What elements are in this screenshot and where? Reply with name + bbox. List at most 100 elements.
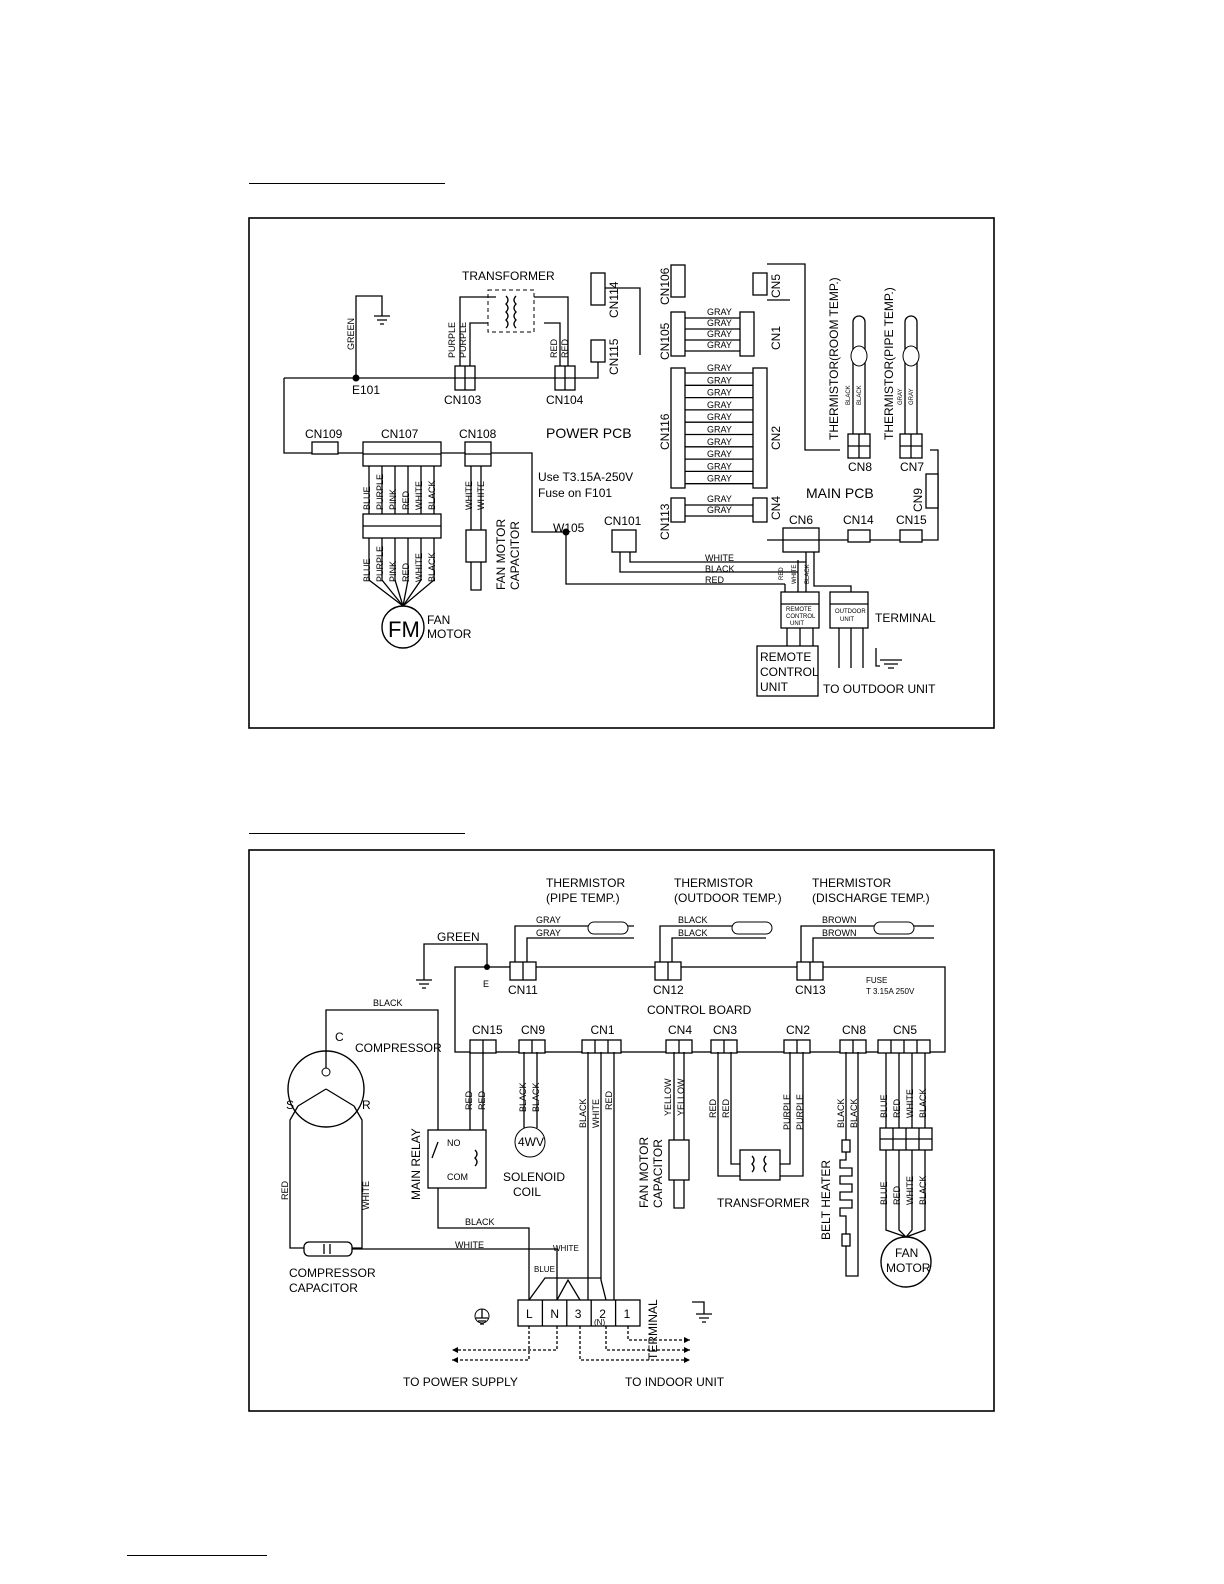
wire-label-red: RED <box>549 338 559 358</box>
thermistor-pipe-element <box>902 345 920 367</box>
label-r: R <box>362 1098 371 1112</box>
svg-text:CN2: CN2 <box>786 1023 810 1037</box>
bus-wires <box>283 346 599 454</box>
connector-cn14: CN14 <box>843 513 874 543</box>
wire-label-green: GREEN <box>437 930 480 944</box>
svg-text:CN113: CN113 <box>658 503 672 540</box>
outdoor-diagram-frame <box>248 849 995 1412</box>
wire-label-gray: GRAY <box>909 388 915 405</box>
cn4-gray-leads <box>685 504 753 517</box>
svg-text:CN7: CN7 <box>900 460 924 474</box>
label-to-indoor-unit: TO INDOOR UNIT <box>625 1375 725 1389</box>
discharge-thermistor-leads <box>800 925 934 962</box>
solenoid-coil <box>514 1126 546 1158</box>
connector-cn116: CN116 <box>658 367 686 489</box>
label-fan-capacitor-1: FAN MOTOR <box>637 1137 651 1208</box>
wire-label-black: BLACK <box>373 998 403 1008</box>
label-capacitor-1: FAN MOTOR <box>494 519 508 590</box>
wire-label-red: RED <box>280 1180 290 1200</box>
wire-label-gray: GRAY <box>707 494 732 504</box>
connector-cn8: CN8 <box>839 1023 867 1054</box>
svg-text:CN6: CN6 <box>789 513 813 527</box>
svg-text:CN105: CN105 <box>658 322 672 360</box>
w105-node <box>562 528 570 536</box>
connector-cn8: CN8 <box>847 433 872 474</box>
svg-text:CN107: CN107 <box>381 427 419 441</box>
belt-heater-element <box>839 1152 853 1234</box>
label-compressor-capacitor-1: COMPRESSOR <box>289 1266 376 1280</box>
connector-cn2: CN2 <box>752 367 783 489</box>
label-terminal: TERMINAL <box>875 611 936 625</box>
wire-label: RED <box>401 562 411 582</box>
transformer-body <box>739 1149 781 1181</box>
connector-cn15: CN15 <box>469 1023 503 1054</box>
wire-label-black: BLACK <box>846 385 852 405</box>
wire-label-gray: GRAY <box>898 388 904 405</box>
svg-text:CONTROL: CONTROL <box>786 614 816 620</box>
wire-label-yellow: YELLOW <box>676 1078 686 1116</box>
wire-label-gray: GRAY <box>707 425 732 435</box>
wire-label-gray: GRAY <box>707 363 732 373</box>
wire-label-purple: PURPLE <box>795 1094 805 1130</box>
label-main-relay: MAIN RELAY <box>409 1128 423 1200</box>
wire-label-white: WHITE <box>476 481 486 510</box>
wire-label: PINK <box>388 561 398 582</box>
wire-label-red: RED <box>705 575 725 585</box>
label-s: S <box>286 1098 294 1112</box>
svg-text:UNIT: UNIT <box>840 617 854 623</box>
terminal-jumpers <box>528 1277 601 1301</box>
connector-cn115: CN115 <box>590 338 621 375</box>
terminal-pin: 1 <box>624 1307 631 1321</box>
wire-label-red: RED <box>560 338 570 358</box>
wire-label-blue: BLUE <box>534 1265 555 1274</box>
terminal-pin: L <box>526 1307 533 1321</box>
svg-text:CN8: CN8 <box>842 1023 866 1037</box>
wire-label-purple: PURPLE <box>458 322 468 358</box>
cn5-plug-divs <box>880 1128 932 1150</box>
fan-lead <box>402 538 435 607</box>
terminal-pin: 2 <box>599 1307 606 1321</box>
label-control-board: CONTROL BOARD <box>647 1003 752 1017</box>
solenoid-leads <box>523 1052 538 1128</box>
wire-label-black: BLACK <box>849 1098 859 1128</box>
fan-motor-circle <box>381 605 425 649</box>
label-e: E <box>483 979 489 989</box>
label-compressor: COMPRESSOR <box>355 1041 442 1055</box>
transformer-coils <box>751 1155 767 1173</box>
wire-label-purple: PURPLE <box>447 322 457 358</box>
connector-cn5: CN5 <box>752 272 783 298</box>
fan-lead <box>885 1150 907 1238</box>
wire-label-gray: GRAY <box>707 400 732 410</box>
label-thermistor-discharge-2: (DISCHARGE TEMP.) <box>812 891 930 905</box>
section-heading-rule-indoor <box>249 183 445 184</box>
svg-text:CN2: CN2 <box>769 426 783 450</box>
remote-control-unit-box <box>756 645 819 697</box>
wire-label-gray: GRAY <box>536 915 561 925</box>
connector-cn1: CN1 <box>581 1023 622 1054</box>
label-unit: UNIT <box>760 680 789 694</box>
svg-text:CN1: CN1 <box>591 1023 615 1037</box>
ground-symbol <box>355 295 390 378</box>
svg-text:CN1: CN1 <box>769 326 783 350</box>
svg-text:CN13: CN13 <box>795 983 826 997</box>
label-transformer: TRANSFORMER <box>717 1196 810 1210</box>
compressor-capacitor <box>303 1241 353 1257</box>
wire-label-gray: GRAY <box>707 375 732 385</box>
compressor-leads <box>289 1009 439 1249</box>
label-thermistor-discharge-1: THERMISTOR <box>812 876 891 890</box>
label-thermistor-room: THERMISTOR(ROOM TEMP.) <box>827 277 841 440</box>
svg-text:REMOTE: REMOTE <box>786 607 812 613</box>
wire-label-black: BLACK <box>836 1098 846 1128</box>
fan-lead <box>905 1150 913 1238</box>
svg-text:CN8: CN8 <box>848 460 872 474</box>
discharge-thermistor-element <box>873 921 915 935</box>
fan-motor-capacitor <box>465 529 487 563</box>
wire-label: BLACK <box>427 480 437 510</box>
fan-motor-circle <box>880 1236 932 1288</box>
connector-cn109: CN109 <box>305 427 343 455</box>
compressor-node <box>321 1067 331 1077</box>
cn107-leads: BLUEBLUEPURPLEPURPLEPINKPINKREDREDWHITEW… <box>362 466 437 607</box>
wire-label-red: RED <box>464 1090 474 1110</box>
